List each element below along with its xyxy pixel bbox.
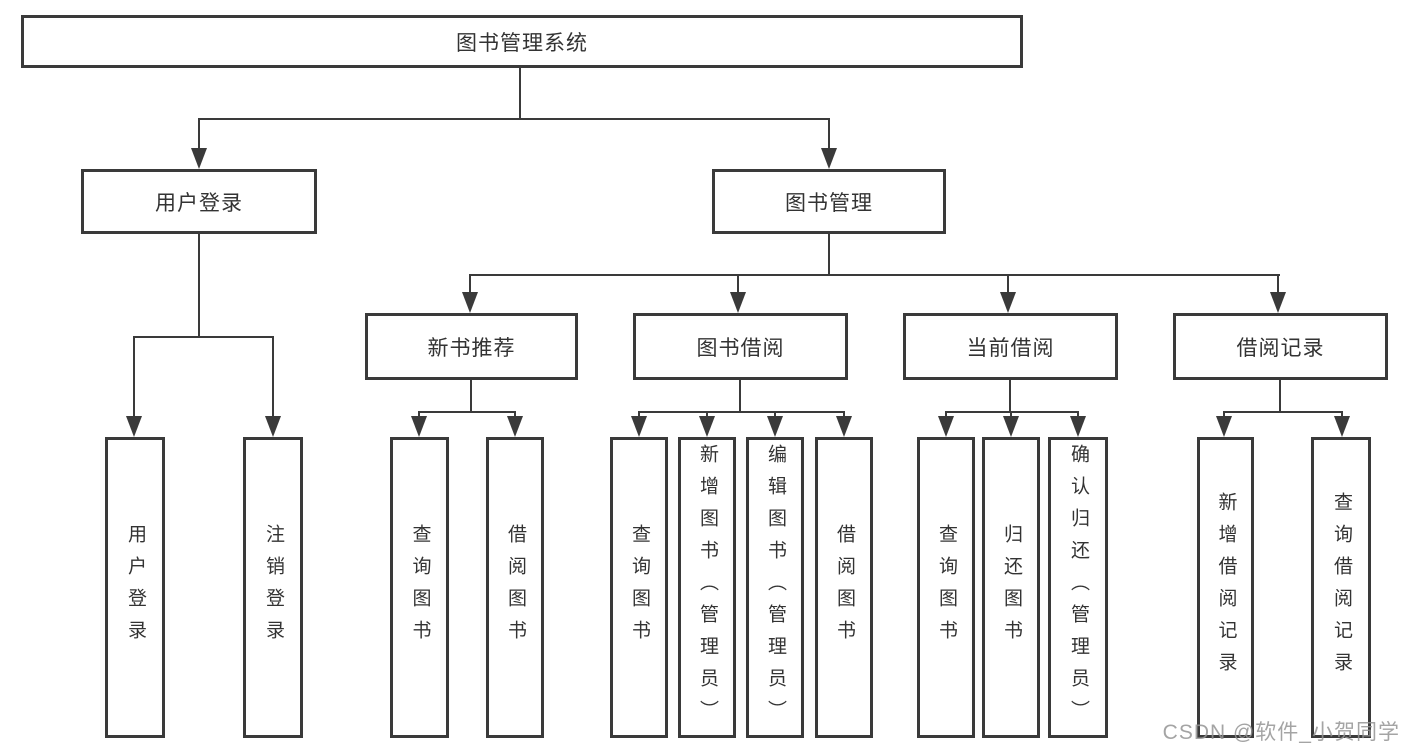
connector-line xyxy=(774,411,776,416)
leaf-query-borrow-record: 查询借阅记录 xyxy=(1311,437,1371,738)
connector-line xyxy=(828,118,830,148)
connector-line xyxy=(272,336,274,416)
connector-line xyxy=(1223,411,1225,416)
connector-line xyxy=(1279,380,1281,411)
node-library-management-system: 图书管理系统 xyxy=(21,15,1023,68)
arrow-down-icon xyxy=(1000,292,1016,313)
connector-line xyxy=(133,336,135,416)
arrow-down-icon xyxy=(1334,416,1350,437)
leaf-query-books-recommend: 查询图书 xyxy=(390,437,449,738)
arrow-down-icon xyxy=(821,148,837,169)
leaf-borrow-books: 借阅图书 xyxy=(815,437,873,738)
connector-line xyxy=(198,118,200,148)
connector-line xyxy=(1009,380,1011,411)
connector-line xyxy=(638,411,640,416)
arrow-down-icon xyxy=(1003,416,1019,437)
watermark: CSDN @软件_小贺同学 xyxy=(1162,721,1400,744)
node-book-management: 图书管理 xyxy=(712,169,946,234)
arrow-down-icon xyxy=(938,416,954,437)
connector-line xyxy=(1007,274,1009,292)
leaf-edit-book-admin: 编辑图书（管理员） xyxy=(746,437,804,738)
leaf-user-login: 用户登录 xyxy=(105,437,165,738)
connector-line xyxy=(639,411,845,413)
connector-line xyxy=(1341,411,1343,416)
connector-line xyxy=(945,411,947,416)
connector-line xyxy=(1277,274,1279,292)
connector-line xyxy=(419,411,516,413)
arrow-down-icon xyxy=(1070,416,1086,437)
node-borrowing-records: 借阅记录 xyxy=(1173,313,1388,380)
connector-line xyxy=(198,118,830,120)
connector-line xyxy=(470,274,1280,276)
connector-line xyxy=(519,68,521,118)
arrow-down-icon xyxy=(507,416,523,437)
arrow-down-icon xyxy=(1270,292,1286,313)
connector-line xyxy=(418,411,420,416)
leaf-query-books-current: 查询图书 xyxy=(917,437,975,738)
connector-line xyxy=(198,234,200,336)
connector-line xyxy=(739,380,741,411)
leaf-return-books: 归还图书 xyxy=(982,437,1040,738)
connector-line xyxy=(843,411,845,416)
arrow-down-icon xyxy=(767,416,783,437)
connector-line xyxy=(706,411,708,416)
arrow-down-icon xyxy=(462,292,478,313)
connector-line xyxy=(737,274,739,292)
node-new-book-recommendation: 新书推荐 xyxy=(365,313,578,380)
leaf-confirm-return-admin: 确认归还（管理员） xyxy=(1048,437,1108,738)
leaf-logout: 注销登录 xyxy=(243,437,303,738)
leaf-query-books-borrow: 查询图书 xyxy=(610,437,668,738)
arrow-down-icon xyxy=(730,292,746,313)
connector-line xyxy=(514,411,516,416)
connector-line xyxy=(946,411,1079,413)
arrow-down-icon xyxy=(191,148,207,169)
leaf-add-borrow-record: 新增借阅记录 xyxy=(1197,437,1254,738)
connector-line xyxy=(828,234,830,274)
connector-line xyxy=(469,274,471,292)
node-user-login: 用户登录 xyxy=(81,169,317,234)
node-current-borrowing: 当前借阅 xyxy=(903,313,1118,380)
arrow-down-icon xyxy=(126,416,142,437)
leaf-add-book-admin: 新增图书（管理员） xyxy=(678,437,736,738)
arrow-down-icon xyxy=(1216,416,1232,437)
arrow-down-icon xyxy=(836,416,852,437)
connector-line xyxy=(133,336,274,338)
arrow-down-icon xyxy=(631,416,647,437)
arrow-down-icon xyxy=(265,416,281,437)
arrow-down-icon xyxy=(699,416,715,437)
arrow-down-icon xyxy=(411,416,427,437)
connector-line xyxy=(1224,411,1342,413)
connector-line xyxy=(1077,411,1079,416)
leaf-borrow-books-recommend: 借阅图书 xyxy=(486,437,544,738)
node-book-borrowing: 图书借阅 xyxy=(633,313,848,380)
connector-line xyxy=(470,380,472,411)
connector-line xyxy=(1010,411,1012,416)
